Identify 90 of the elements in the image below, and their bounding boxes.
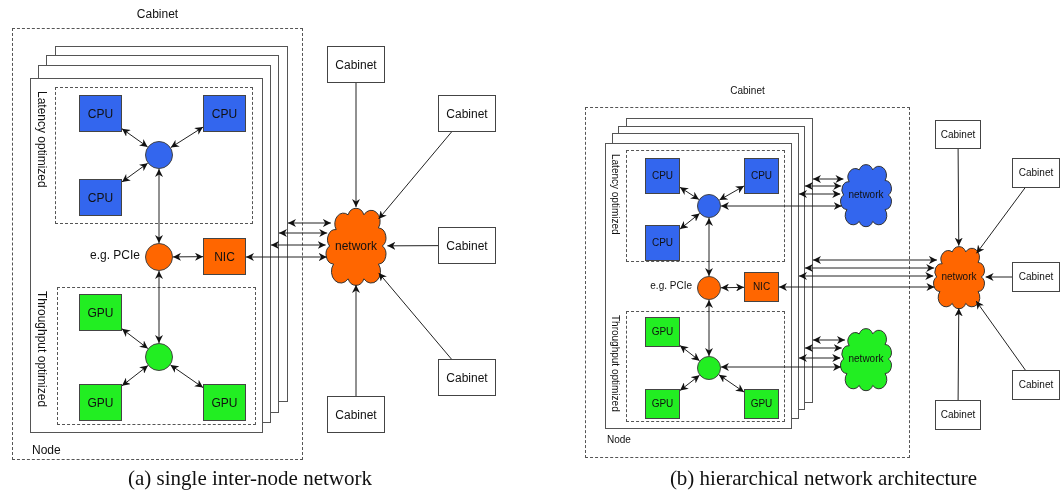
component-box: GPU	[79, 294, 122, 331]
double-arrow	[155, 270, 163, 344]
arrow	[352, 284, 360, 397]
double-arrow	[170, 364, 204, 389]
stacked-card-edge	[799, 126, 805, 410]
double-arrow	[798, 354, 841, 362]
node-title: Node	[607, 435, 631, 445]
component-box: CPU	[203, 95, 246, 132]
double-arrow	[679, 186, 700, 200]
group-title: Throughput optimized	[610, 315, 620, 412]
double-arrow	[245, 253, 328, 261]
double-arrow	[705, 299, 713, 357]
double-arrow	[778, 283, 935, 291]
double-arrow	[705, 217, 713, 277]
arrow	[954, 307, 963, 401]
group-title: Throughput optimized	[36, 291, 48, 408]
component-box: CPU	[744, 158, 779, 194]
component-box: CPU	[645, 225, 680, 261]
double-arrow	[679, 374, 700, 391]
component-box: CPU	[645, 158, 680, 194]
component-box: GPU	[645, 317, 680, 347]
stacked-card-edge	[805, 118, 813, 403]
component-box: GPU	[744, 389, 779, 419]
double-arrow	[804, 182, 842, 190]
arrow	[975, 300, 1026, 371]
stacked-card-edge	[279, 46, 288, 402]
stacked-card-edge	[792, 133, 799, 419]
group-title: Latency optimized	[36, 91, 48, 188]
cabinet-box: Cabinet	[1012, 262, 1060, 292]
stacked-card-edge	[271, 55, 279, 413]
arrow	[386, 241, 439, 250]
double-arrow	[798, 272, 934, 280]
cabinet-box: Cabinet	[935, 400, 981, 430]
arrow	[954, 148, 963, 247]
component-box: GPU	[79, 384, 122, 421]
cabinet-title: Cabinet	[135, 8, 180, 20]
double-arrow	[718, 374, 745, 393]
cabinet-title: Cabinet	[729, 86, 766, 96]
double-arrow	[720, 283, 745, 292]
network-cloud: network	[838, 326, 894, 392]
double-arrow	[121, 128, 149, 148]
cabinet-box: Cabinet	[438, 95, 496, 132]
double-arrow	[804, 264, 935, 272]
double-arrow	[812, 336, 846, 344]
double-arrow	[812, 256, 938, 264]
cabinet-box: Cabinet	[327, 396, 385, 433]
figure-caption: (b) hierarchical network architecture	[668, 468, 979, 489]
component-box: CPU	[79, 95, 122, 132]
double-arrow	[679, 212, 701, 230]
component-box: GPU	[203, 384, 246, 421]
network-cloud: network	[931, 244, 987, 310]
network-cloud: network	[838, 162, 894, 228]
component-box: GPU	[645, 389, 680, 419]
component-box: CPU	[79, 179, 122, 216]
double-arrow	[121, 328, 149, 349]
double-arrow	[278, 229, 328, 237]
component-box: NIC	[744, 272, 779, 302]
cabinet-box: Cabinet	[1012, 370, 1060, 400]
arrow	[378, 131, 452, 220]
double-arrow	[718, 185, 745, 201]
component-box: NIC	[203, 238, 246, 275]
double-arrow	[172, 252, 204, 261]
cabinet-box: Cabinet	[438, 227, 496, 264]
group-title: Latency optimized	[610, 154, 620, 235]
connection-note: e.g. PCIe	[649, 281, 692, 291]
cabinet-box: Cabinet	[1012, 158, 1060, 188]
double-arrow	[287, 219, 332, 227]
cabinet-box: Cabinet	[438, 359, 496, 396]
arrow	[352, 82, 360, 208]
double-arrow	[170, 126, 204, 148]
double-arrow	[720, 202, 843, 210]
network-cloud: network	[323, 205, 389, 287]
connection-note: e.g. PCIe	[88, 249, 140, 261]
double-arrow	[121, 365, 149, 387]
double-arrow	[155, 168, 163, 244]
arrow	[976, 187, 1026, 254]
double-arrow	[798, 190, 841, 198]
cabinet-box: Cabinet	[935, 120, 981, 149]
double-arrow	[679, 345, 700, 362]
arrow	[378, 272, 452, 360]
cabinet-box: Cabinet	[327, 46, 385, 83]
arrow	[985, 273, 1013, 281]
node-title: Node	[32, 444, 61, 456]
double-arrow	[121, 162, 149, 183]
double-arrow	[812, 175, 844, 183]
double-arrow	[804, 344, 843, 352]
stacked-card-edge	[263, 65, 271, 423]
double-arrow	[720, 363, 842, 371]
double-arrow	[270, 241, 327, 249]
figure-caption: (a) single inter-node network	[127, 468, 373, 489]
